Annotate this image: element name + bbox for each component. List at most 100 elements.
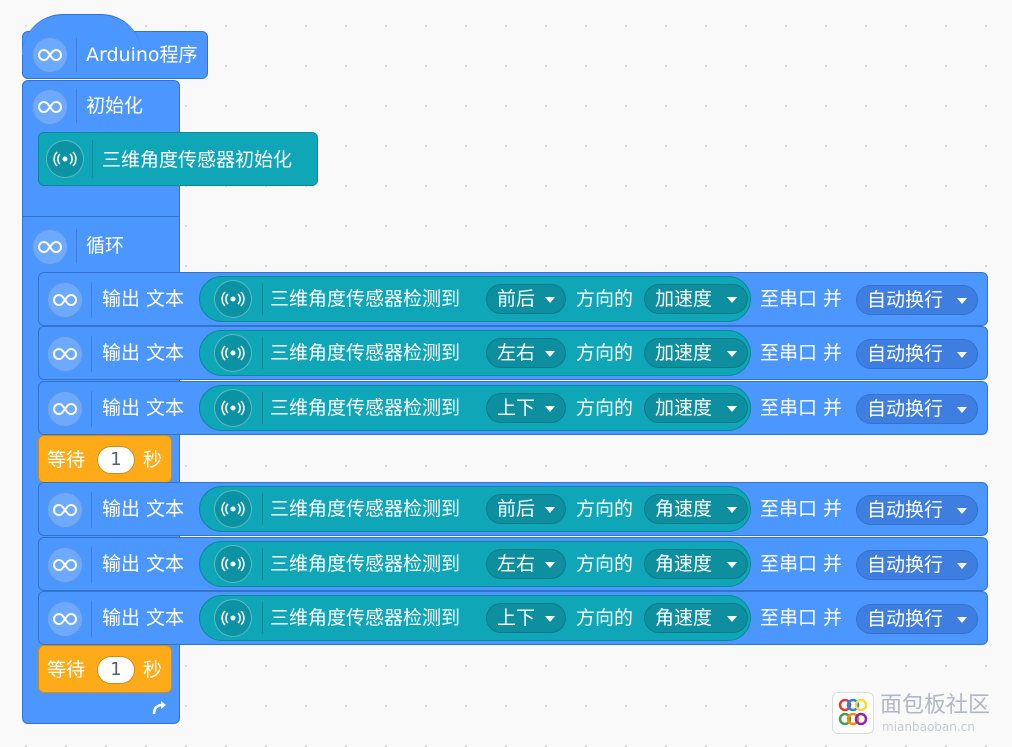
signal-icon (214, 334, 252, 372)
wait-seconds-input[interactable]: 1 (97, 446, 135, 474)
separator (91, 336, 92, 372)
mode-dropdown[interactable]: 自动换行 (856, 339, 978, 369)
chevron-down-icon (957, 617, 967, 623)
direction-value: 前后 (497, 498, 536, 520)
chevron-down-icon (957, 563, 967, 569)
print-row[interactable]: 输出 文本 三维角度传感器检测到 上下 方向的 加速度 至串口 并 自动换行 (38, 381, 988, 435)
print-row[interactable]: 输出 文本 三维角度传感器检测到 前后 方向的 加速度 至串口 并 自动换行 (38, 272, 988, 326)
sensor-label: 三维角度传感器检测到 (270, 607, 461, 629)
chevron-down-icon (727, 351, 737, 357)
chevron-down-icon (957, 407, 967, 413)
chevron-down-icon (545, 616, 555, 622)
infinity-icon (47, 547, 83, 583)
quantity-dropdown[interactable]: 角速度 (644, 549, 748, 579)
mode-dropdown[interactable]: 自动换行 (856, 495, 978, 525)
infinity-icon (47, 601, 83, 637)
print-row[interactable]: 输出 文本 三维角度传感器检测到 左右 方向的 加速度 至串口 并 自动换行 (38, 326, 988, 380)
print-prefix: 输出 文本 (102, 342, 185, 364)
direction-dropdown[interactable]: 前后 (486, 494, 566, 524)
quantity-dropdown[interactable]: 角速度 (644, 603, 748, 633)
print-suffix: 至串口 并 (760, 498, 843, 520)
direction-dropdown[interactable]: 左右 (486, 549, 566, 579)
middle-label: 方向的 (576, 553, 634, 575)
direction-value: 上下 (497, 607, 536, 629)
mode-value: 自动换行 (867, 398, 944, 420)
chevron-down-icon (727, 616, 737, 622)
sensor-reporter[interactable]: 三维角度传感器检测到 左右 方向的 加速度 (199, 330, 751, 376)
sensor-label: 三维角度传感器检测到 (270, 288, 461, 310)
quantity-dropdown[interactable]: 加速度 (644, 338, 748, 368)
middle-label: 方向的 (576, 498, 634, 520)
mode-value: 自动换行 (867, 499, 944, 521)
quantity-value: 加速度 (655, 342, 713, 364)
separator (262, 602, 263, 634)
print-prefix: 输出 文本 (102, 397, 185, 419)
middle-label: 方向的 (576, 607, 634, 629)
logo-icon (832, 692, 874, 734)
mode-dropdown[interactable]: 自动换行 (856, 285, 978, 315)
signal-icon (46, 140, 84, 178)
wait-prefix: 等待 (47, 659, 86, 681)
quantity-value: 角速度 (655, 553, 713, 575)
chevron-down-icon (545, 406, 555, 412)
direction-dropdown[interactable]: 上下 (486, 603, 566, 633)
print-suffix: 至串口 并 (760, 397, 843, 419)
mode-value: 自动换行 (867, 608, 944, 630)
quantity-dropdown[interactable]: 加速度 (644, 393, 748, 423)
quantity-dropdown[interactable]: 加速度 (644, 284, 748, 314)
quantity-dropdown[interactable]: 角速度 (644, 494, 748, 524)
wait-block[interactable]: 等待 1 秒 (38, 645, 172, 693)
sensor-init-block[interactable] (38, 132, 318, 186)
print-prefix: 输出 文本 (102, 498, 185, 520)
direction-dropdown[interactable]: 前后 (486, 284, 566, 314)
sensor-label: 三维角度传感器检测到 (270, 397, 461, 419)
setup-label: 初始化 (86, 95, 144, 117)
print-row[interactable]: 输出 文本 三维角度传感器检测到 上下 方向的 角速度 至串口 并 自动换行 (38, 591, 988, 645)
print-prefix: 输出 文本 (102, 553, 185, 575)
direction-dropdown[interactable]: 上下 (486, 393, 566, 423)
print-suffix: 至串口 并 (760, 553, 843, 575)
wait-prefix: 等待 (47, 449, 86, 471)
print-suffix: 至串口 并 (760, 607, 843, 629)
loop-separator-line (22, 216, 180, 217)
mode-dropdown[interactable]: 自动换行 (856, 550, 978, 580)
chevron-down-icon (727, 297, 737, 303)
chevron-down-icon (545, 562, 555, 568)
sensor-reporter[interactable]: 三维角度传感器检测到 上下 方向的 角速度 (199, 595, 751, 641)
print-suffix: 至串口 并 (760, 342, 843, 364)
wait-seconds-input[interactable]: 1 (97, 656, 135, 684)
signal-icon (214, 599, 252, 637)
signal-icon (214, 490, 252, 528)
middle-label: 方向的 (576, 397, 634, 419)
print-row[interactable]: 输出 文本 三维角度传感器检测到 前后 方向的 角速度 至串口 并 自动换行 (38, 482, 988, 536)
middle-label: 方向的 (576, 342, 634, 364)
mode-value: 自动换行 (867, 343, 944, 365)
watermark: 面包板社区 mianbaoban.cn (832, 690, 1004, 740)
sensor-reporter[interactable]: 三维角度传感器检测到 前后 方向的 加速度 (199, 276, 751, 322)
separator (76, 89, 77, 123)
quantity-value: 加速度 (655, 397, 713, 419)
sensor-reporter[interactable]: 三维角度传感器检测到 左右 方向的 角速度 (199, 541, 751, 587)
sensor-reporter[interactable]: 三维角度传感器检测到 前后 方向的 角速度 (199, 486, 751, 532)
signal-icon (214, 280, 252, 318)
separator (92, 140, 93, 178)
mode-dropdown[interactable]: 自动换行 (856, 394, 978, 424)
separator (91, 547, 92, 583)
mode-value: 自动换行 (867, 289, 944, 311)
mode-dropdown[interactable]: 自动换行 (856, 604, 978, 634)
wait-unit: 秒 (143, 449, 163, 471)
chevron-down-icon (545, 297, 555, 303)
wait-block[interactable]: 等待 1 秒 (38, 435, 172, 483)
direction-value: 前后 (497, 288, 536, 310)
separator (262, 283, 263, 315)
sensor-label: 三维角度传感器检测到 (270, 342, 461, 364)
direction-dropdown[interactable]: 左右 (486, 338, 566, 368)
separator (262, 493, 263, 525)
print-row[interactable]: 输出 文本 三维角度传感器检测到 左右 方向的 角速度 至串口 并 自动换行 (38, 537, 988, 591)
chevron-down-icon (545, 351, 555, 357)
quantity-value: 角速度 (655, 607, 713, 629)
loop-arrow-icon (150, 698, 170, 718)
sensor-reporter[interactable]: 三维角度传感器检测到 上下 方向的 加速度 (199, 385, 751, 431)
print-prefix: 输出 文本 (102, 607, 185, 629)
wait-unit: 秒 (143, 659, 163, 681)
